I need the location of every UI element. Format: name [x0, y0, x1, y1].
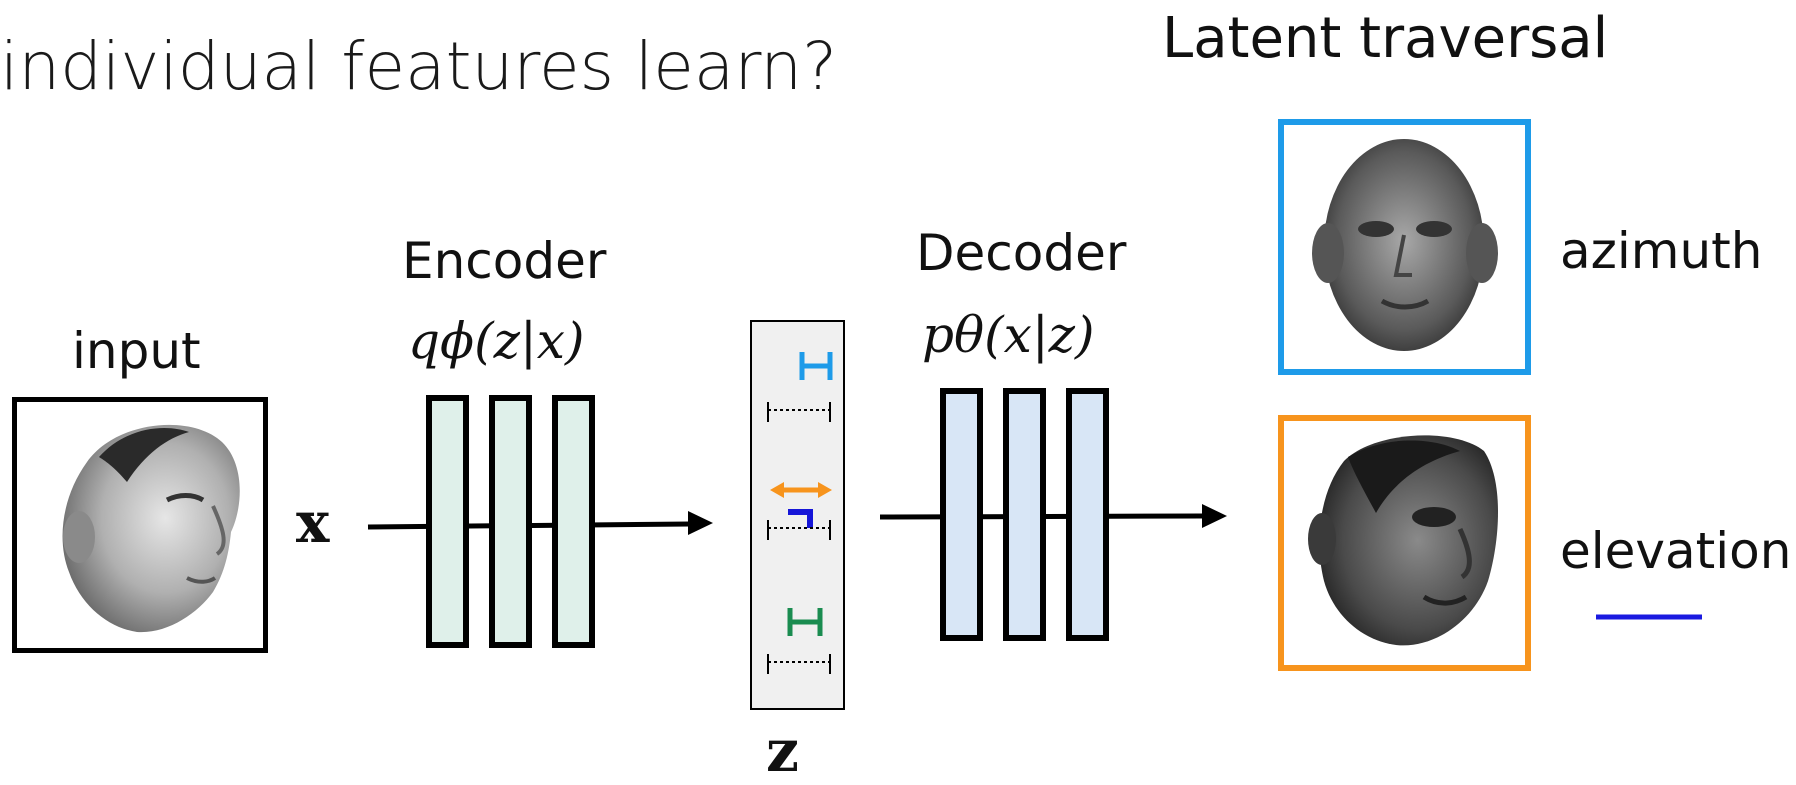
latent-traversal-title: Latent traversal [1162, 6, 1609, 71]
decoder-layer-1 [940, 388, 983, 641]
encoder-arrowhead [688, 511, 713, 535]
elevation-label: elevation [1560, 522, 1792, 580]
encoder-title: Encoder [402, 232, 607, 290]
input-label: input [72, 322, 201, 380]
decoder-formula: pθ(x|z) [922, 306, 1095, 364]
encoder-layer-1 [426, 395, 469, 648]
z-symbol: z [766, 717, 799, 785]
decoder-layer-2 [1003, 388, 1046, 641]
elevation-traversal-image [1278, 415, 1531, 671]
latent-dimensions [767, 352, 833, 674]
decoder-layer-3 [1066, 388, 1109, 641]
heading: individual features learn? [0, 28, 838, 105]
latent-vector-box [750, 320, 845, 710]
encoder-formula: qϕ(z|x) [408, 312, 585, 370]
decoder-title: Decoder [916, 224, 1127, 282]
encoder-layer-2 [489, 395, 532, 648]
decoder-arrowhead [1202, 504, 1227, 528]
azimuth-label: azimuth [1560, 222, 1763, 280]
input-face-image [12, 397, 268, 653]
x-symbol: x [296, 490, 330, 556]
encoder-layer-3 [552, 395, 595, 648]
azimuth-traversal-image [1278, 119, 1531, 375]
